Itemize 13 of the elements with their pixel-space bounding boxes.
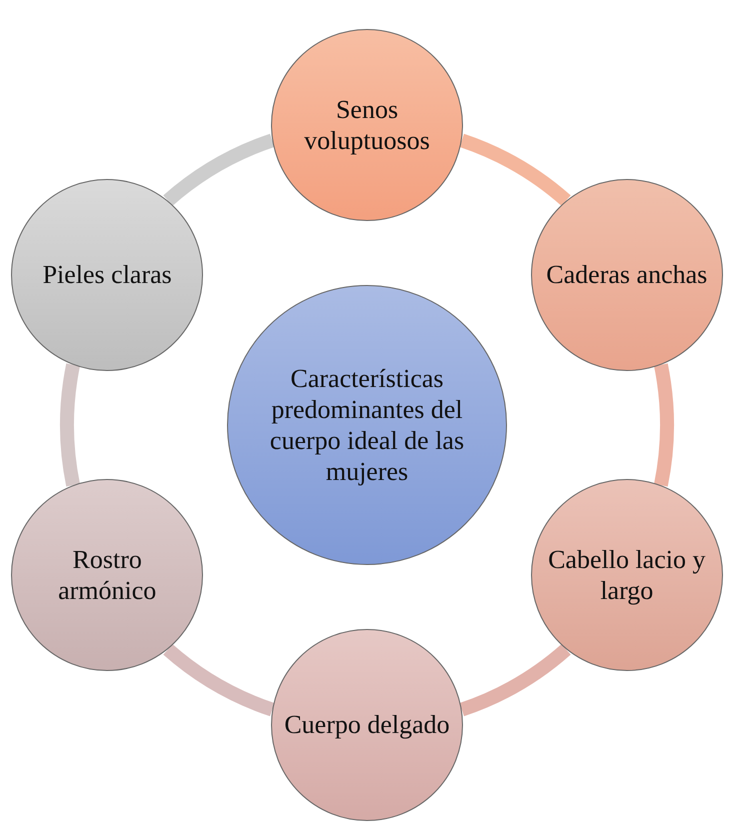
node-label: Caderas anchas xyxy=(545,259,708,291)
connector-arc xyxy=(164,134,275,206)
node-label: Pieles claras xyxy=(42,259,173,291)
connector-arc xyxy=(459,644,570,716)
node-label: Cuerpo delgado xyxy=(283,709,451,741)
connector-arc xyxy=(654,364,674,486)
node-label: Cabello lacio y largo xyxy=(547,544,706,606)
connector-arc xyxy=(164,644,275,716)
connector-arc xyxy=(60,364,80,486)
connector-arc xyxy=(459,134,570,206)
node-label: Senos voluptuosos xyxy=(303,94,431,156)
node-label: Características predominantes del cuerpo ideal de las mujeres xyxy=(268,362,466,488)
node-label: Rostro armónico xyxy=(57,544,158,606)
